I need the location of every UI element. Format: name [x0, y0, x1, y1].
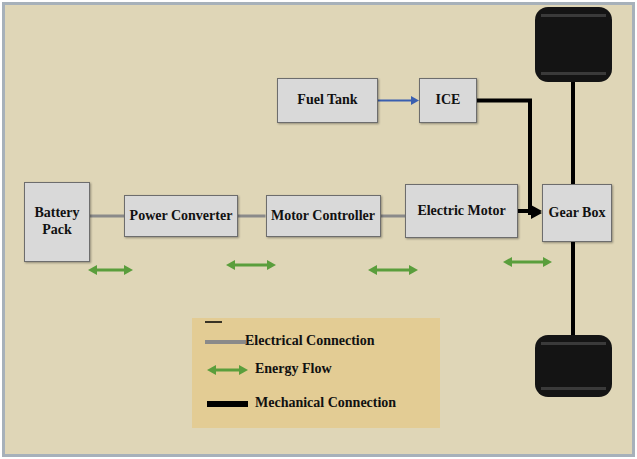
wheel: [535, 7, 612, 82]
node-label: Motor Controller: [271, 208, 375, 225]
converter-box: Power Converter: [124, 195, 238, 237]
legend-energy-sample: [239, 365, 248, 375]
connector: [378, 96, 419, 105]
node-label: Gear Box: [549, 205, 606, 222]
node-label: Electric Motor: [417, 203, 505, 220]
legend-label: Mechanical Connection: [255, 395, 396, 412]
connector: [381, 216, 406, 217]
controller-box: Motor Controller: [266, 195, 381, 237]
legend-mechanical-sample: [207, 401, 248, 407]
legend-label: Energy Flow: [255, 361, 332, 378]
node-label: Battery Pack: [25, 205, 89, 239]
legend-energy-sample: [207, 365, 216, 375]
legend-energy-sample: [213, 369, 242, 372]
node-label: ICE: [436, 92, 461, 109]
wheel-tread: [541, 14, 606, 17]
node-label: Power Converter: [130, 208, 233, 225]
legend-electrical-sample: [205, 340, 246, 344]
connector: [90, 216, 124, 217]
motor-box: Electric Motor: [405, 184, 518, 238]
wheel-tread: [541, 387, 606, 390]
battery-box: Battery Pack: [24, 182, 90, 262]
energy-flow-arrows: [88, 257, 552, 275]
legend-label: Electrical Connection: [245, 333, 374, 350]
wheel-tread: [541, 342, 606, 345]
wheel-tread: [541, 72, 606, 75]
connector: [518, 205, 542, 217]
legend: Electrical ConnectionEnergy FlowMechanic…: [192, 318, 440, 428]
legend-panel: [192, 318, 440, 428]
engine-box: ICE: [419, 78, 477, 123]
connector: [238, 216, 266, 217]
gearbox-box: Gear Box: [542, 184, 612, 242]
legend-tick: [205, 321, 222, 323]
fuel-tank-box: Fuel Tank: [277, 78, 378, 123]
node-label: Fuel Tank: [297, 92, 357, 109]
wheel: [535, 335, 612, 397]
